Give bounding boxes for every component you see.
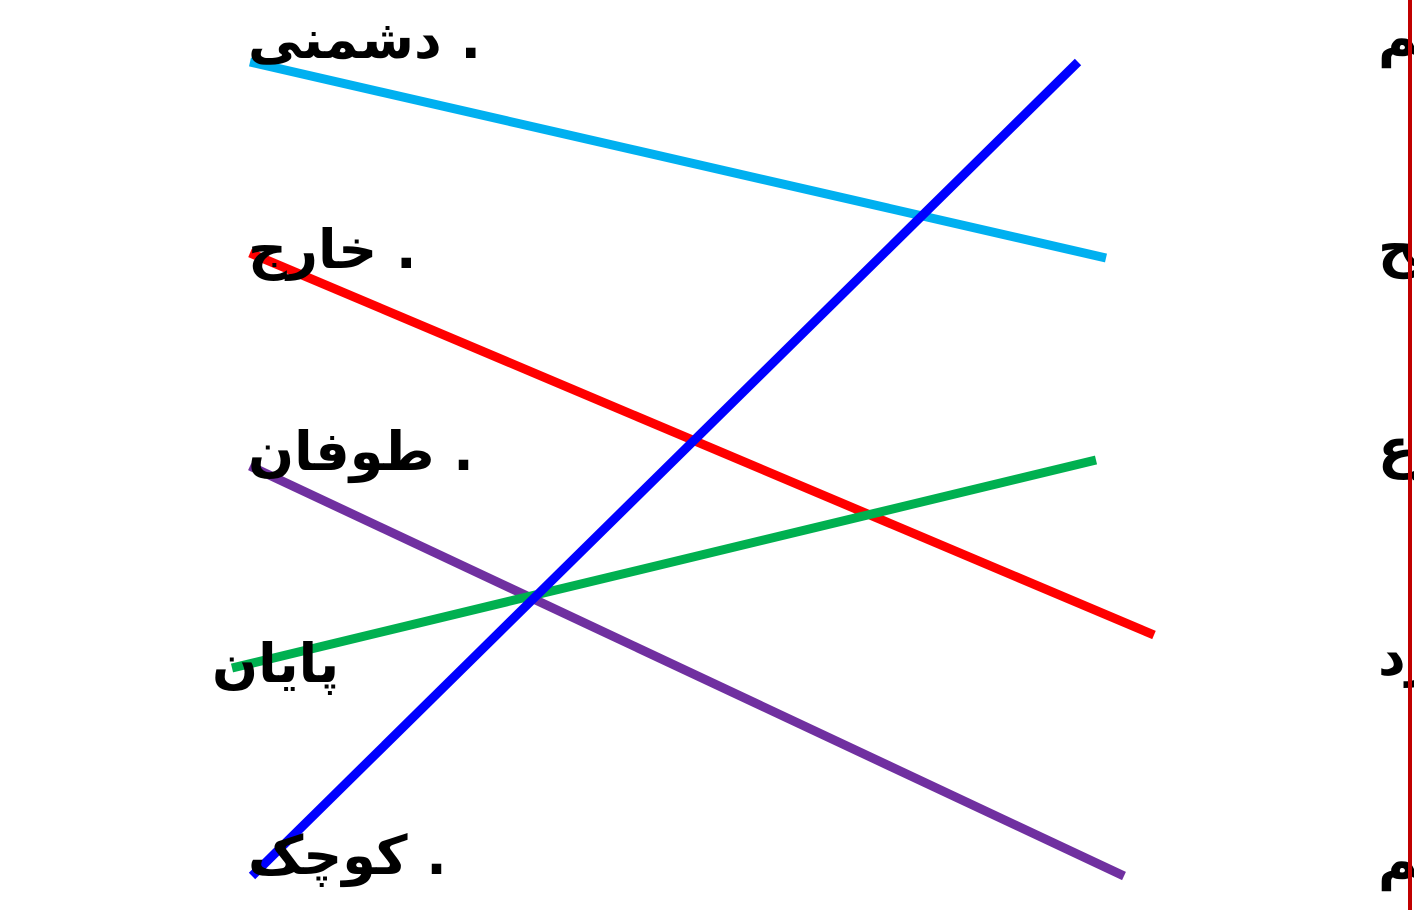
right-divider-line bbox=[1408, 0, 1412, 910]
connection-line-2 bbox=[248, 248, 1156, 640]
connection-line-5 bbox=[248, 58, 1082, 880]
connection-lines bbox=[230, 57, 1156, 881]
connection-line-1 bbox=[248, 57, 1108, 263]
left-item-label: پایان bbox=[212, 632, 339, 695]
left-item-label: . خارج bbox=[248, 218, 417, 281]
left-item-label: . دشمنی bbox=[248, 8, 481, 71]
connection-line-3 bbox=[248, 461, 1126, 881]
connection-line-4 bbox=[230, 455, 1098, 673]
left-column: . دشمنی . خارج . طوفان پایان . کوچک bbox=[212, 8, 481, 887]
left-item-label: . طوفان bbox=[248, 420, 474, 483]
left-item-label: . کوچک bbox=[248, 824, 447, 887]
